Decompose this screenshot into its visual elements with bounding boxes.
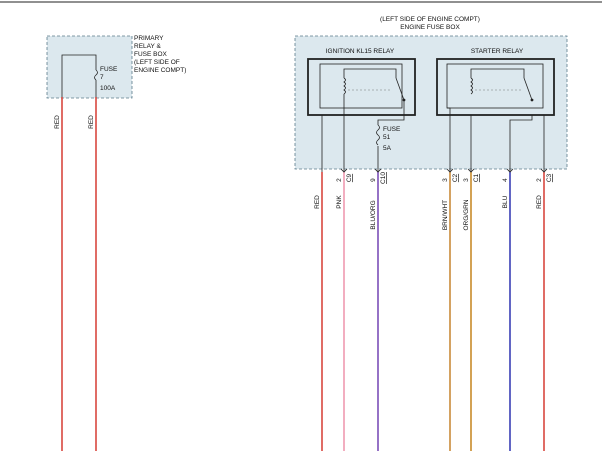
wire-label: RED bbox=[536, 195, 543, 209]
starter-relay-frame bbox=[436, 58, 555, 116]
fuse-7-name: FUSE bbox=[100, 66, 118, 73]
connector-pin-icon bbox=[446, 168, 454, 173]
primary-bus bbox=[61, 54, 97, 97]
connector-pin-icon bbox=[540, 168, 548, 173]
primary-box-frame bbox=[46, 35, 133, 99]
engine-box-title-2: ENGINE FUSE BOX bbox=[400, 24, 460, 31]
connector-pin-icon bbox=[506, 168, 514, 173]
wire-label: ORG/GRN bbox=[463, 199, 470, 230]
starter-relay-inner bbox=[446, 63, 544, 109]
starter-relay-coil-icon bbox=[470, 77, 473, 95]
connector-id: C1 bbox=[473, 173, 480, 182]
starter-relay-label: STARTER RELAY bbox=[471, 48, 524, 55]
primary-box-label-1: PRIMARY bbox=[134, 35, 164, 42]
fuse-7-rating: 100A bbox=[100, 85, 116, 92]
starter-relay-wiring bbox=[470, 68, 525, 78]
wire-w1: RED bbox=[54, 97, 63, 451]
engine-box-internal-leads bbox=[321, 107, 545, 172]
wire-label: RED bbox=[54, 115, 61, 129]
fuse-7-symbol bbox=[94, 69, 98, 81]
starter-relay-contact bbox=[530, 98, 534, 102]
fuse-7-number: 7 bbox=[100, 74, 104, 81]
fuse-51-name: FUSE bbox=[383, 126, 401, 133]
wire-label: RED bbox=[88, 115, 95, 129]
wire-label: BLU/ORG bbox=[370, 200, 377, 229]
pin-number: 2 bbox=[536, 178, 543, 182]
wire-w2: RED bbox=[88, 97, 97, 451]
engine-box-title-1: (LEFT SIDE OF ENGINE COMPT) bbox=[380, 16, 480, 23]
connector-pin-icon bbox=[374, 168, 382, 173]
pin-number: 3 bbox=[463, 178, 470, 182]
pin-number: 9 bbox=[370, 178, 377, 182]
wire-label: BRN/WHT bbox=[442, 200, 449, 230]
connector-id: C10 bbox=[380, 172, 387, 184]
pin-number: 2 bbox=[336, 178, 343, 182]
primary-box-label-4: (LEFT SIDE OF bbox=[134, 59, 180, 66]
wire-w3: RED bbox=[314, 172, 323, 451]
primary-fuse-box: PRIMARY RELAY & FUSE BOX (LEFT SIDE OF E… bbox=[46, 35, 186, 99]
pin-number: 3 bbox=[442, 178, 449, 182]
starter-relay-switch-icon bbox=[523, 77, 533, 101]
wire-label: BLU bbox=[502, 195, 509, 208]
ignition-relay-switch-icon bbox=[395, 77, 405, 101]
connector-id: C9 bbox=[346, 173, 353, 182]
wire-label: PNK bbox=[336, 195, 343, 209]
engine-box-frame bbox=[294, 35, 568, 170]
connector-id: C3 bbox=[546, 173, 553, 182]
wire-label: RED bbox=[314, 195, 321, 209]
ignition-relay-frame bbox=[307, 58, 416, 116]
ignition-relay-label: IGNITION KL15 RELAY bbox=[326, 48, 395, 55]
primary-box-label-2: RELAY & bbox=[134, 43, 162, 50]
engine-fuse-box: (LEFT SIDE OF ENGINE COMPT) ENGINE FUSE … bbox=[294, 16, 568, 172]
connector-id: C2 bbox=[452, 173, 459, 182]
pin-number: 4 bbox=[502, 178, 509, 182]
primary-box-label-5: ENGINE COMPT) bbox=[134, 67, 186, 74]
primary-box-label-3: FUSE BOX bbox=[134, 51, 168, 58]
fuse-51-rating: 5A bbox=[383, 145, 392, 152]
ignition-relay-inner bbox=[319, 63, 403, 109]
ignition-relay-coil-icon bbox=[343, 77, 346, 95]
fuse-51-number: 51 bbox=[383, 134, 391, 141]
connector-pin-icon bbox=[467, 168, 475, 173]
ignition-relay-wiring bbox=[343, 68, 405, 115]
connector-pin-icon bbox=[340, 168, 348, 173]
fuse-51-symbol bbox=[376, 124, 380, 146]
